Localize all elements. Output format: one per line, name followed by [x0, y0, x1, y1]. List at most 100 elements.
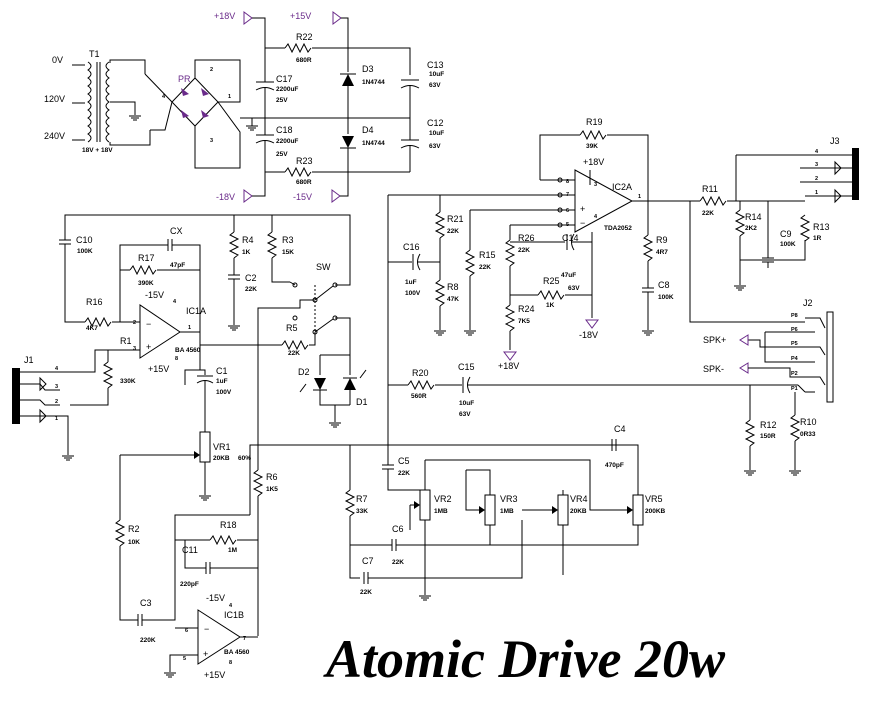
d1-label: D1	[356, 397, 368, 407]
r23-value: 680R	[296, 179, 312, 186]
r4-value: 1K	[242, 249, 251, 256]
c4-label: C4	[614, 424, 626, 434]
ic2a-vneg-label: -18V	[579, 330, 598, 340]
j1-pin-1: 1	[55, 416, 58, 422]
r12-label: R12	[760, 420, 777, 430]
c1-label: C1	[216, 366, 228, 376]
r2-label: R2	[128, 524, 140, 534]
c3-label: C3	[140, 598, 152, 608]
vr5-value: 200KB	[645, 508, 666, 515]
r9-value: 4R7	[656, 249, 668, 256]
c6-value: 22K	[392, 559, 404, 566]
c9-label: C9	[780, 229, 792, 239]
c6-label: C6	[392, 524, 404, 534]
r7-label: R7	[356, 494, 368, 504]
r17-value: 390K	[138, 280, 154, 287]
r5-value: 22K	[288, 350, 300, 357]
output-section: R11 22K R14 2K2 C9 100K R13 1R J3 4 3 2	[689, 136, 859, 476]
bridge-pin-1: 1	[228, 94, 231, 100]
ic1a-pin-1: 1	[188, 325, 191, 331]
vr3-value: 1MB	[500, 508, 514, 515]
j1-pin-2: 2	[55, 399, 58, 405]
j2-label: J2	[803, 298, 813, 308]
c8-label: C8	[658, 280, 670, 290]
bridge-label: PR	[178, 74, 191, 84]
vr4-label: VR4	[570, 494, 588, 504]
ic2a-pin-4: 4	[594, 214, 598, 220]
opamp-ic1b: 6 5 4 8 7 IC1B BA 4560 -15V +15V − +	[183, 593, 250, 680]
c9-value: 100K	[780, 241, 796, 248]
opamp-ic1a: 2 3 4 8 1 IC1A BA 4560 -15V +15V − +	[133, 290, 206, 374]
r5-label: R5	[286, 323, 298, 333]
j2-pin-p4: P4	[791, 356, 799, 362]
c12-voltage: 63V	[429, 143, 441, 150]
bridge-pin-3: 3	[210, 138, 213, 144]
c3-value: 220K	[140, 637, 156, 644]
r16-label: R16	[86, 297, 103, 307]
r8-value: 47K	[447, 296, 459, 303]
spk-plus-label: SPK+	[703, 335, 726, 345]
ic1b-pin-5: 5	[183, 656, 186, 662]
svg-text:+: +	[146, 342, 151, 352]
r26-value: 22K	[518, 247, 530, 254]
vr2-value: 1MB	[434, 508, 448, 515]
c11-value: 220pF	[180, 581, 199, 588]
power-supply-section: 0V 120V 240V T1 18V + 18V PR 2 1 4 3	[44, 11, 444, 203]
c5-value: 22K	[398, 470, 410, 477]
drive-section: R2 10K C3 220K R6 1K5 R18 1M C11 220pF 6…	[114, 195, 666, 680]
r1-value: 330K	[120, 378, 136, 385]
r23-label: R23	[296, 156, 313, 166]
rail-m18-label: -18V	[216, 192, 235, 202]
rail-m15-label: -15V	[293, 192, 312, 202]
r24-value: 7K5	[518, 318, 530, 325]
spk-minus-label: SPK-	[703, 364, 724, 374]
vr5-label: VR5	[645, 494, 663, 504]
ic1b-value: BA 4560	[224, 649, 250, 656]
vr1-value: 20KB	[213, 455, 230, 462]
r26-label: R26	[518, 233, 535, 243]
output-jack-j3: J3 4 3 2 1	[736, 136, 859, 204]
svg-text:−: −	[204, 624, 209, 634]
r4-label: R4	[242, 235, 254, 245]
c15-voltage: 63V	[459, 411, 471, 418]
svg-text:+: +	[203, 649, 208, 659]
d4-label: D4	[362, 125, 374, 135]
c18-label: C18	[276, 125, 293, 135]
r10-label: R10	[800, 417, 817, 427]
ic2a-pin-8: 8	[566, 179, 569, 185]
c10-label: C10	[76, 235, 93, 245]
j3-label: J3	[830, 136, 840, 146]
j1-pin-4: 4	[55, 366, 59, 372]
vr1-note: 60%	[238, 455, 251, 462]
c4-value: 470pF	[605, 462, 624, 469]
j3-pin-4: 4	[815, 149, 819, 155]
input-240v-label: 240V	[44, 131, 65, 141]
c13-label: C13	[427, 60, 444, 70]
vr2-label: VR2	[434, 494, 452, 504]
r19-value: 39K	[586, 143, 598, 150]
r13-label: R13	[813, 222, 830, 232]
ic1a-pin-2: 2	[133, 320, 136, 326]
r13-value: 1R	[813, 235, 822, 242]
r9-label: R9	[656, 235, 668, 245]
c15-value: 10uF	[459, 400, 474, 407]
c17-value: 2200uF	[276, 86, 298, 93]
r18-label: R18	[220, 520, 237, 530]
r7-value: 33K	[356, 508, 368, 515]
ic1b-vpos: +15V	[204, 670, 225, 680]
j2-pin-p1: P1	[791, 386, 798, 392]
r14-label: R14	[745, 212, 762, 222]
c13-value: 10uF	[429, 71, 444, 78]
ic1b-label: IC1B	[224, 610, 244, 620]
t1-value: 18V + 18V	[82, 147, 113, 154]
j3-pin-3: 3	[815, 162, 818, 168]
r20-label: R20	[412, 368, 429, 378]
bridge-pin-4: 4	[162, 94, 166, 100]
ic1a-pin-8: 8	[175, 356, 178, 362]
input-jack-j1: J1 4 3 2 1	[12, 355, 60, 424]
c16-voltage: 100V	[405, 290, 421, 297]
preamp-section: C10 100K R16 4K7 R17 390K CX 47pF 2 3 4 …	[12, 214, 368, 501]
r12-value: 150R	[760, 433, 776, 440]
sw-label: SW	[316, 262, 331, 272]
